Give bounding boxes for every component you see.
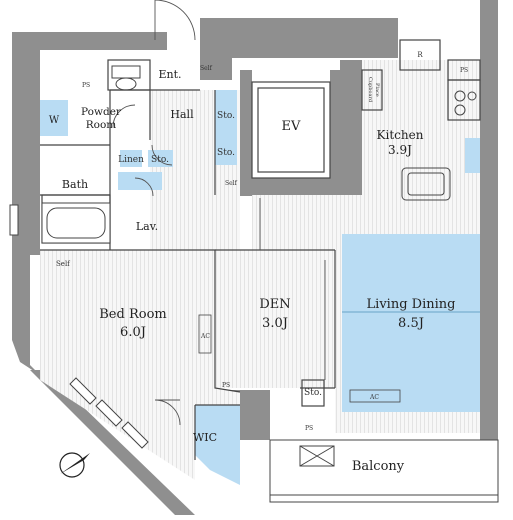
label-linen: Linen <box>118 155 144 165</box>
mark-ps-1: PS <box>82 82 90 89</box>
mark-ac-2: AC <box>369 394 379 401</box>
label-ev: EV <box>282 119 301 134</box>
label-hall: Hall <box>170 108 194 121</box>
label-den-name: DEN <box>259 297 290 312</box>
bathtub-icon <box>41 202 111 244</box>
mark-ps-4: PS <box>305 425 313 432</box>
label-storage-1: Sto. <box>151 155 169 165</box>
mark-self-3: Self <box>56 260 71 268</box>
label-bed-name: Bed Room <box>99 307 166 322</box>
mark-self-2: Self <box>225 180 238 187</box>
mark-ps-3: PS <box>222 382 230 389</box>
toilet-icon <box>111 65 141 91</box>
mark-r: R <box>417 51 423 59</box>
label-kitchen-name: Kitchen <box>377 128 424 142</box>
label-bath: Bath <box>62 178 88 191</box>
mark-self-1: Self <box>200 65 213 72</box>
blue-areas <box>40 90 480 485</box>
label-balcony: Balcony <box>352 459 405 474</box>
label-den-size: 3.0J <box>262 316 288 331</box>
label-entrance: Ent. <box>158 68 181 81</box>
mark-ps-2: PS <box>460 67 468 74</box>
label-bed-size: 6.0J <box>120 325 146 340</box>
stove-icon <box>454 90 477 116</box>
label-wic: WIC <box>193 431 217 444</box>
label-lav: Lav. <box>136 220 158 233</box>
label-living-size: 8.5J <box>398 316 424 331</box>
label-storage-2: Sto. <box>217 111 235 121</box>
compass-icon <box>59 452 90 478</box>
balcony-area <box>269 439 499 503</box>
window-segments <box>9 204 149 449</box>
mark-cupboard-1: Cupboard <box>367 77 373 103</box>
mark-ac-1: AC <box>200 333 210 340</box>
label-storage-4: Sto. <box>304 388 322 398</box>
mark-cupboard-2: Place <box>374 83 380 97</box>
label-powder-2: Room <box>86 119 117 131</box>
sink-icon <box>401 167 451 201</box>
small-marks: Self Self Self PS PS PS PS AC AC R Cupbo… <box>56 51 468 432</box>
label-living-name: Living Dining <box>367 297 456 312</box>
aircon-icon <box>198 314 401 403</box>
label-kitchen-size: 3.9J <box>388 143 412 157</box>
room-labels: Ent. Hall EV Kitchen 3.9J Powder Room W … <box>49 68 456 474</box>
label-powder-1: Powder <box>81 106 122 118</box>
door-swing-icon <box>112 0 326 426</box>
elevator-shaft <box>251 81 331 179</box>
label-storage-3: Sto. <box>217 148 235 158</box>
label-washer: W <box>49 115 60 126</box>
